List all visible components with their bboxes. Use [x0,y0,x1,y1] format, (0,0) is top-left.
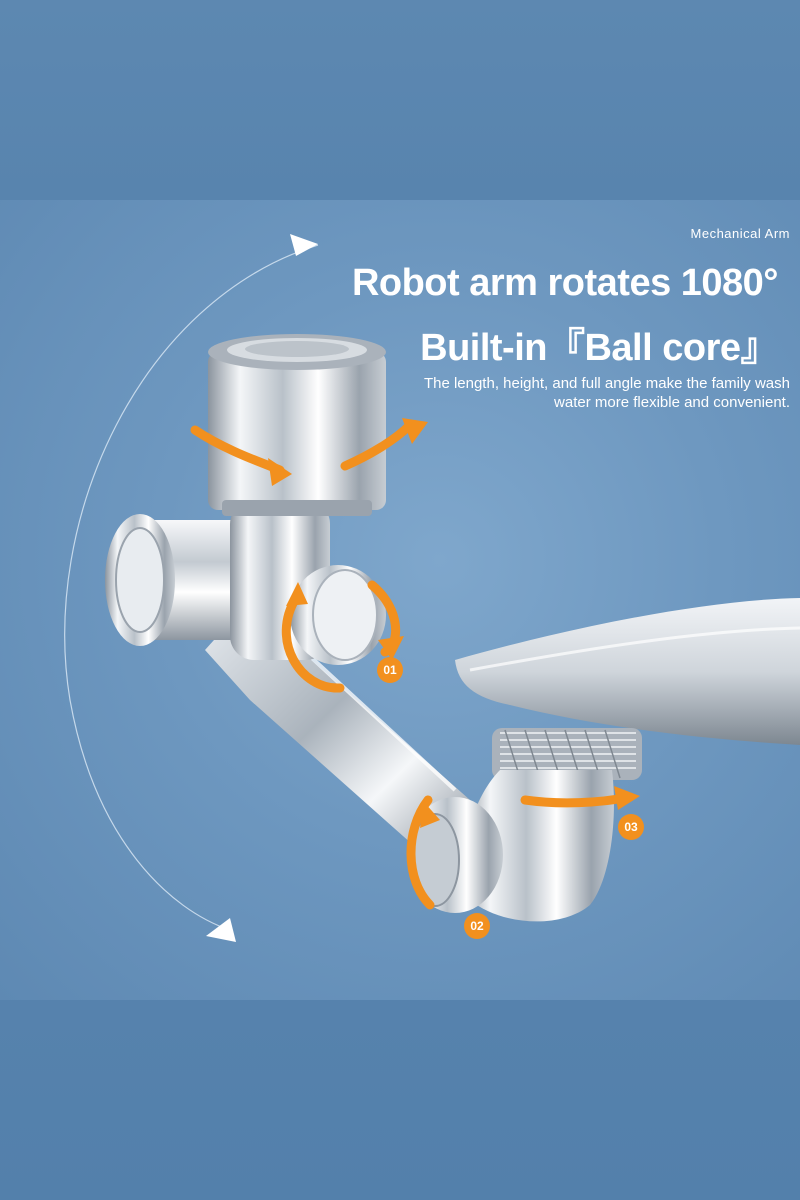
arc-arrow-top-icon [290,234,318,256]
arc-arrow-bottom-icon [206,918,236,942]
description-text: The length, height, and full angle make … [423,375,790,411]
bottom-band [0,1000,800,1200]
faucet-spout [455,598,800,745]
lower-joint [462,770,614,922]
mechanical-arm [205,600,470,860]
headline-line-2: Built-in『Ball core』 [420,327,778,369]
aerator-head [208,334,386,516]
step-badge-02: 02 [464,913,490,939]
step-badge-03: 03 [618,814,644,840]
knurled-nut [492,728,642,780]
arrow-heads-icon [268,418,640,828]
headline-line-1: Robot arm rotates 1080° [351,262,779,304]
eyebrow-label: Mechanical Arm [690,226,790,241]
upper-joint [105,500,330,660]
step-badge-01: 01 [377,657,403,683]
top-band [0,0,800,200]
